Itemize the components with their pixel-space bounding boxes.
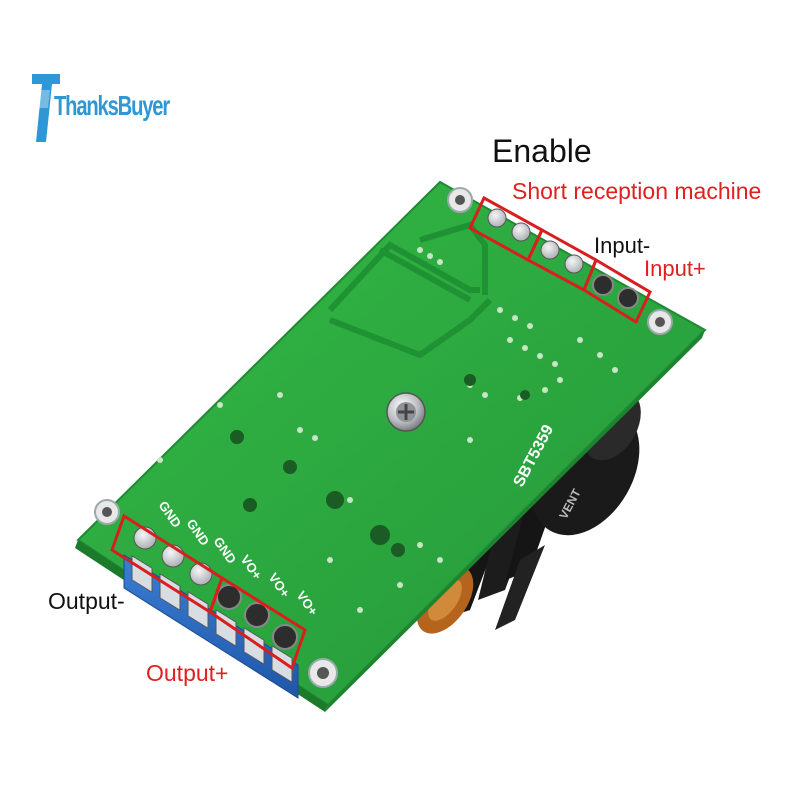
center-screw xyxy=(386,392,426,432)
mounting-holes xyxy=(94,187,673,688)
brand-logo-text: ThanksBuyer xyxy=(54,90,170,121)
brand-mark-icon xyxy=(32,74,60,142)
short-reception-label: Short reception machine xyxy=(512,178,762,204)
output-pins xyxy=(133,526,298,650)
brand-logo: ThanksBuyer xyxy=(30,68,170,148)
pcb-traces xyxy=(327,221,493,359)
output-minus-label: Output- xyxy=(48,588,125,614)
enable-label: Enable xyxy=(492,133,592,169)
output-plus-box xyxy=(208,575,307,671)
output-plus-label: Output+ xyxy=(146,660,229,686)
input-pins xyxy=(487,208,639,309)
input-minus-label: Input- xyxy=(594,233,651,258)
solder-holes xyxy=(230,374,530,557)
highlight-boxes xyxy=(110,195,652,671)
input-plus-box xyxy=(582,257,652,325)
input-plus-label: Input+ xyxy=(644,256,706,281)
